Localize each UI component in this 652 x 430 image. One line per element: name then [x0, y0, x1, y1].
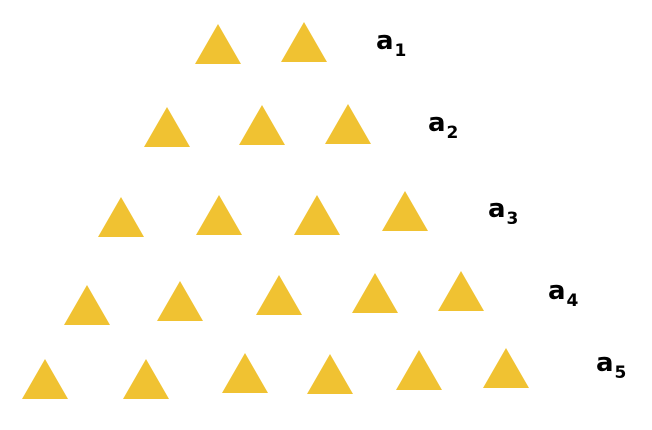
triangle-icon — [239, 105, 285, 145]
triangle-icon — [256, 275, 302, 315]
triangle-icon — [22, 359, 68, 399]
row-label-2: a2 — [428, 108, 458, 142]
triangle-icon — [196, 195, 242, 235]
triangle-icon — [157, 281, 203, 321]
triangle-icon — [438, 271, 484, 311]
triangle-icon — [307, 354, 353, 394]
triangle-icon — [123, 359, 169, 399]
triangle-icon — [98, 197, 144, 237]
triangle-icon — [281, 22, 327, 62]
row-label-1: a1 — [376, 26, 406, 60]
triangle-icon — [325, 104, 371, 144]
row-label-5-letter: a — [596, 348, 614, 378]
triangle-icon — [144, 107, 190, 147]
triangle-icon — [483, 348, 529, 388]
triangle-icon — [195, 24, 241, 64]
triangle-icon — [64, 285, 110, 325]
row-label-1-index: 1 — [394, 41, 407, 61]
row-label-2-index: 2 — [446, 123, 459, 143]
row-label-4: a4 — [548, 276, 578, 310]
row-label-5: a5 — [596, 348, 626, 382]
triangle-icon — [294, 195, 340, 235]
row-label-2-letter: a — [428, 108, 446, 138]
triangle-icon — [222, 353, 268, 393]
row-label-3-index: 3 — [506, 209, 519, 229]
row-label-3-letter: a — [488, 194, 506, 224]
row-label-4-letter: a — [548, 276, 566, 306]
triangle-icon — [352, 273, 398, 313]
triangle-icon — [382, 191, 428, 231]
row-label-1-letter: a — [376, 26, 394, 56]
row-label-4-index: 4 — [566, 291, 579, 311]
row-label-5-index: 5 — [614, 363, 627, 383]
triangle-icon — [396, 350, 442, 390]
row-label-3: a3 — [488, 194, 518, 228]
